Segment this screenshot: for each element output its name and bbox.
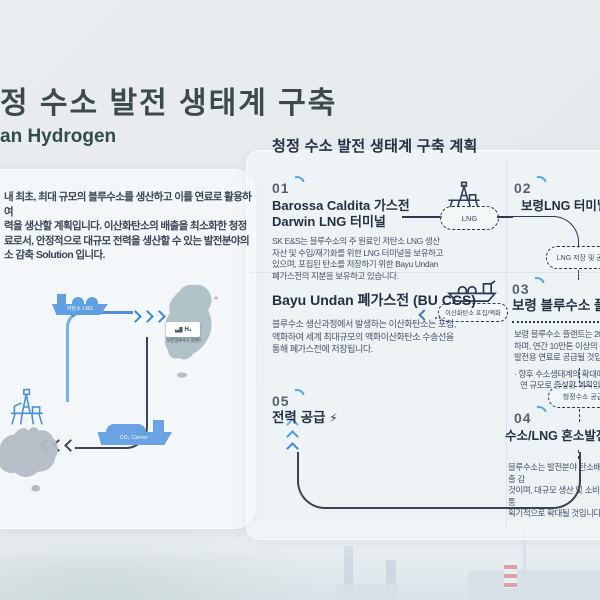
- h2-supply-badge: 청정수소 공급: [548, 386, 600, 408]
- h2-badge: H₂: [184, 326, 192, 333]
- lng-badge: LNG: [440, 206, 499, 230]
- dashed-connector: [578, 270, 579, 280]
- intro-line: 료로서, 안정적으로 대규모 전력을 생산할 수 있는 발전분야의: [4, 234, 250, 247]
- australia-map: [0, 427, 58, 492]
- bayu-title: Bayu Undan 폐가스전 (BU CCS): [272, 292, 476, 308]
- dashed-connector: [579, 409, 580, 422]
- page-title: 정 수소 발전 생태계 구축: [0, 87, 338, 120]
- step-01-title: Barossa Caldita 가스전 Darwin LNG 터미널: [272, 198, 410, 229]
- step-03-body: 보령 블루수소 플랜트는 2028년 하며, 연간 10만톤 이상의 블루수 발…: [514, 329, 600, 390]
- step-04-number: 04: [514, 410, 532, 426]
- co2-return-route: [75, 337, 148, 449]
- step-02-number: 02: [514, 180, 532, 196]
- step-05-title: 전력 공급 ⚡: [272, 410, 338, 425]
- dotted-separator: [512, 321, 600, 323]
- factory-icon: [174, 326, 183, 333]
- co2-capture-badge: 이산화탄소 포집/액화: [438, 303, 508, 322]
- chimney-icon: [386, 560, 396, 596]
- offshore-rig-icon: [11, 388, 43, 425]
- roadmap-heading: 청정 수소 발전 생태계 구축 계획: [272, 138, 478, 155]
- connector-lng-02: [497, 216, 513, 218]
- intro-line: 력을 생산할 계획입니다. 이산화탄소의 배출을 최소화한 청정: [4, 220, 247, 232]
- intro-line: 소 감축 Solution 입니다.: [4, 249, 105, 261]
- connector-02-storage: [512, 216, 579, 248]
- intro-paragraph: 내 최초, 최대 규모의 블루수소를 생산하고 이를 연료로 활용하여 력을 생…: [4, 190, 254, 263]
- step-03-number: 03: [512, 281, 530, 297]
- intro-line: 내 최초, 최대 규모의 블루수소를 생산하고 이를 연료로 활용하여: [4, 191, 252, 218]
- lng-storage-badge: LNG 저장 및 공급: [546, 246, 600, 269]
- gas-platform-icon: [448, 181, 480, 208]
- step-01-number: 01: [272, 180, 290, 196]
- step-04-title: 수소/LNG 혼소발전: [505, 429, 600, 443]
- page-subtitle: an Hydrogen: [0, 126, 117, 147]
- bayu-body: 블루수소 생산과정에서 발생하는 이산화탄소는 포집, 액화하여 세계 최대규모…: [272, 319, 456, 354]
- dashed-connector: [579, 368, 580, 383]
- step-03-title: 보령 블루수소 플랜트: [512, 298, 600, 313]
- step-05-number: 05: [272, 393, 290, 409]
- lng-tanker-icon: [447, 280, 497, 302]
- connector-01-lng: [402, 216, 442, 218]
- row-divider: [250, 272, 600, 273]
- connector-04-05: [297, 452, 581, 509]
- chimney-icon: [344, 546, 353, 592]
- plant-caption: 보령 블루수소 플랜트: [166, 338, 202, 343]
- lightning-icon: ⚡: [329, 411, 338, 425]
- plant-building: [468, 570, 600, 600]
- plant-building: [336, 584, 398, 600]
- mast-icon: [523, 524, 526, 598]
- striped-stack-icon: [504, 560, 517, 588]
- hydrogen-plant-icon: H₂: [166, 322, 200, 337]
- step-01-body: SK E&S는 블루수소의 주 원료인 저탄소 LNG 생산 자산 및 수입/재…: [272, 236, 443, 281]
- column-divider: [506, 158, 507, 530]
- step-02-title: 보령LNG 터미널: [521, 199, 600, 213]
